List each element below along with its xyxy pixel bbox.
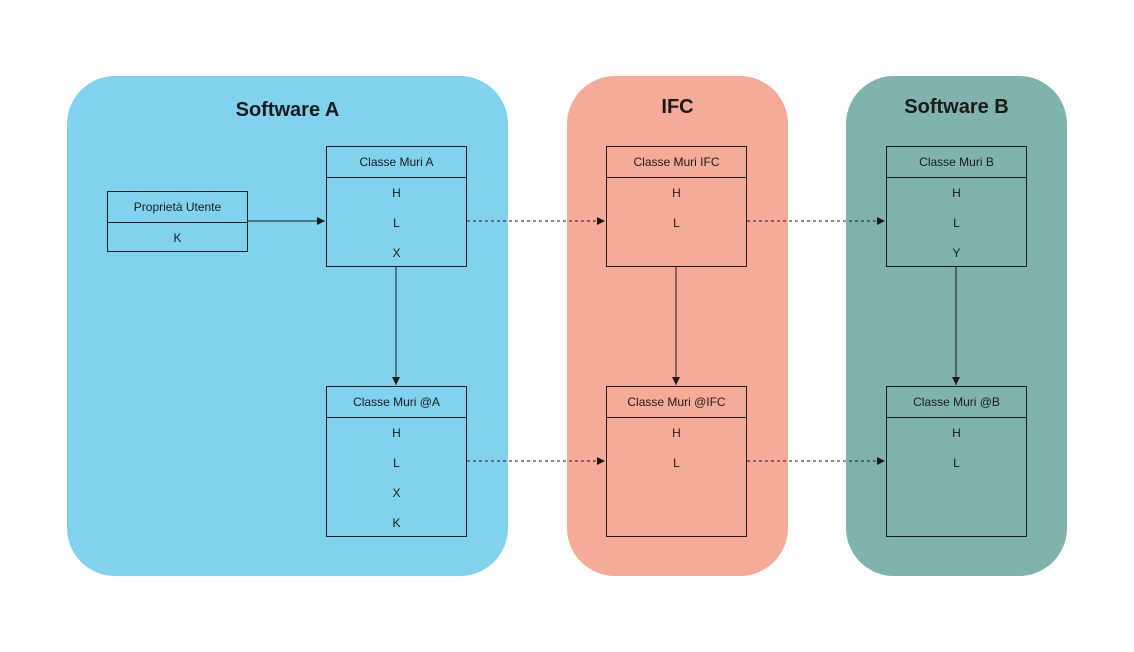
group-title-software-b: Software B bbox=[904, 96, 1009, 118]
group-ifc: IFC bbox=[567, 76, 788, 576]
class-box-muri-ifc[interactable]: Classe Muri IFC H L bbox=[606, 146, 747, 267]
class-attribute: L bbox=[393, 216, 400, 230]
class-attribute: H bbox=[392, 426, 401, 440]
class-name: Classe Muri @IFC bbox=[607, 387, 746, 418]
class-attribute: L bbox=[393, 456, 400, 470]
class-attribute: H bbox=[672, 426, 681, 440]
class-name: Proprietà Utente bbox=[108, 192, 247, 223]
class-name: Classe Muri @B bbox=[887, 387, 1026, 418]
class-attribute: L bbox=[953, 216, 960, 230]
class-box-muri-b[interactable]: Classe Muri B H L Y bbox=[886, 146, 1027, 267]
class-attribute: X bbox=[392, 246, 401, 260]
class-box-muri-a[interactable]: Classe Muri A H L X bbox=[326, 146, 467, 267]
class-attribute: X bbox=[392, 486, 401, 500]
group-title-software-a: Software A bbox=[235, 99, 340, 121]
class-name: Classe Muri B bbox=[887, 147, 1026, 178]
group-software-b: Software B bbox=[846, 76, 1067, 576]
class-attribute: K bbox=[392, 516, 401, 530]
class-box-muri-at-a[interactable]: Classe Muri @A H L X K bbox=[326, 386, 467, 537]
class-attribute: H bbox=[392, 186, 401, 200]
class-attribute: H bbox=[672, 186, 681, 200]
class-attribute: K bbox=[173, 231, 182, 245]
class-attribute: Y bbox=[952, 246, 961, 260]
class-attribute: H bbox=[952, 186, 961, 200]
class-name: Classe Muri @A bbox=[327, 387, 466, 418]
class-attribute: H bbox=[952, 426, 961, 440]
class-box-muri-at-ifc[interactable]: Classe Muri @IFC H L bbox=[606, 386, 747, 537]
class-box-proprieta-utente[interactable]: Proprietà Utente K bbox=[107, 191, 248, 252]
class-attribute: L bbox=[673, 216, 680, 230]
class-box-muri-at-b[interactable]: Classe Muri @B H L bbox=[886, 386, 1027, 537]
group-software-a: Software A bbox=[67, 76, 508, 576]
class-name: Classe Muri IFC bbox=[607, 147, 746, 178]
group-title-ifc: IFC bbox=[661, 96, 694, 118]
class-name: Classe Muri A bbox=[327, 147, 466, 178]
class-attribute: L bbox=[953, 456, 960, 470]
class-attribute: L bbox=[673, 456, 680, 470]
